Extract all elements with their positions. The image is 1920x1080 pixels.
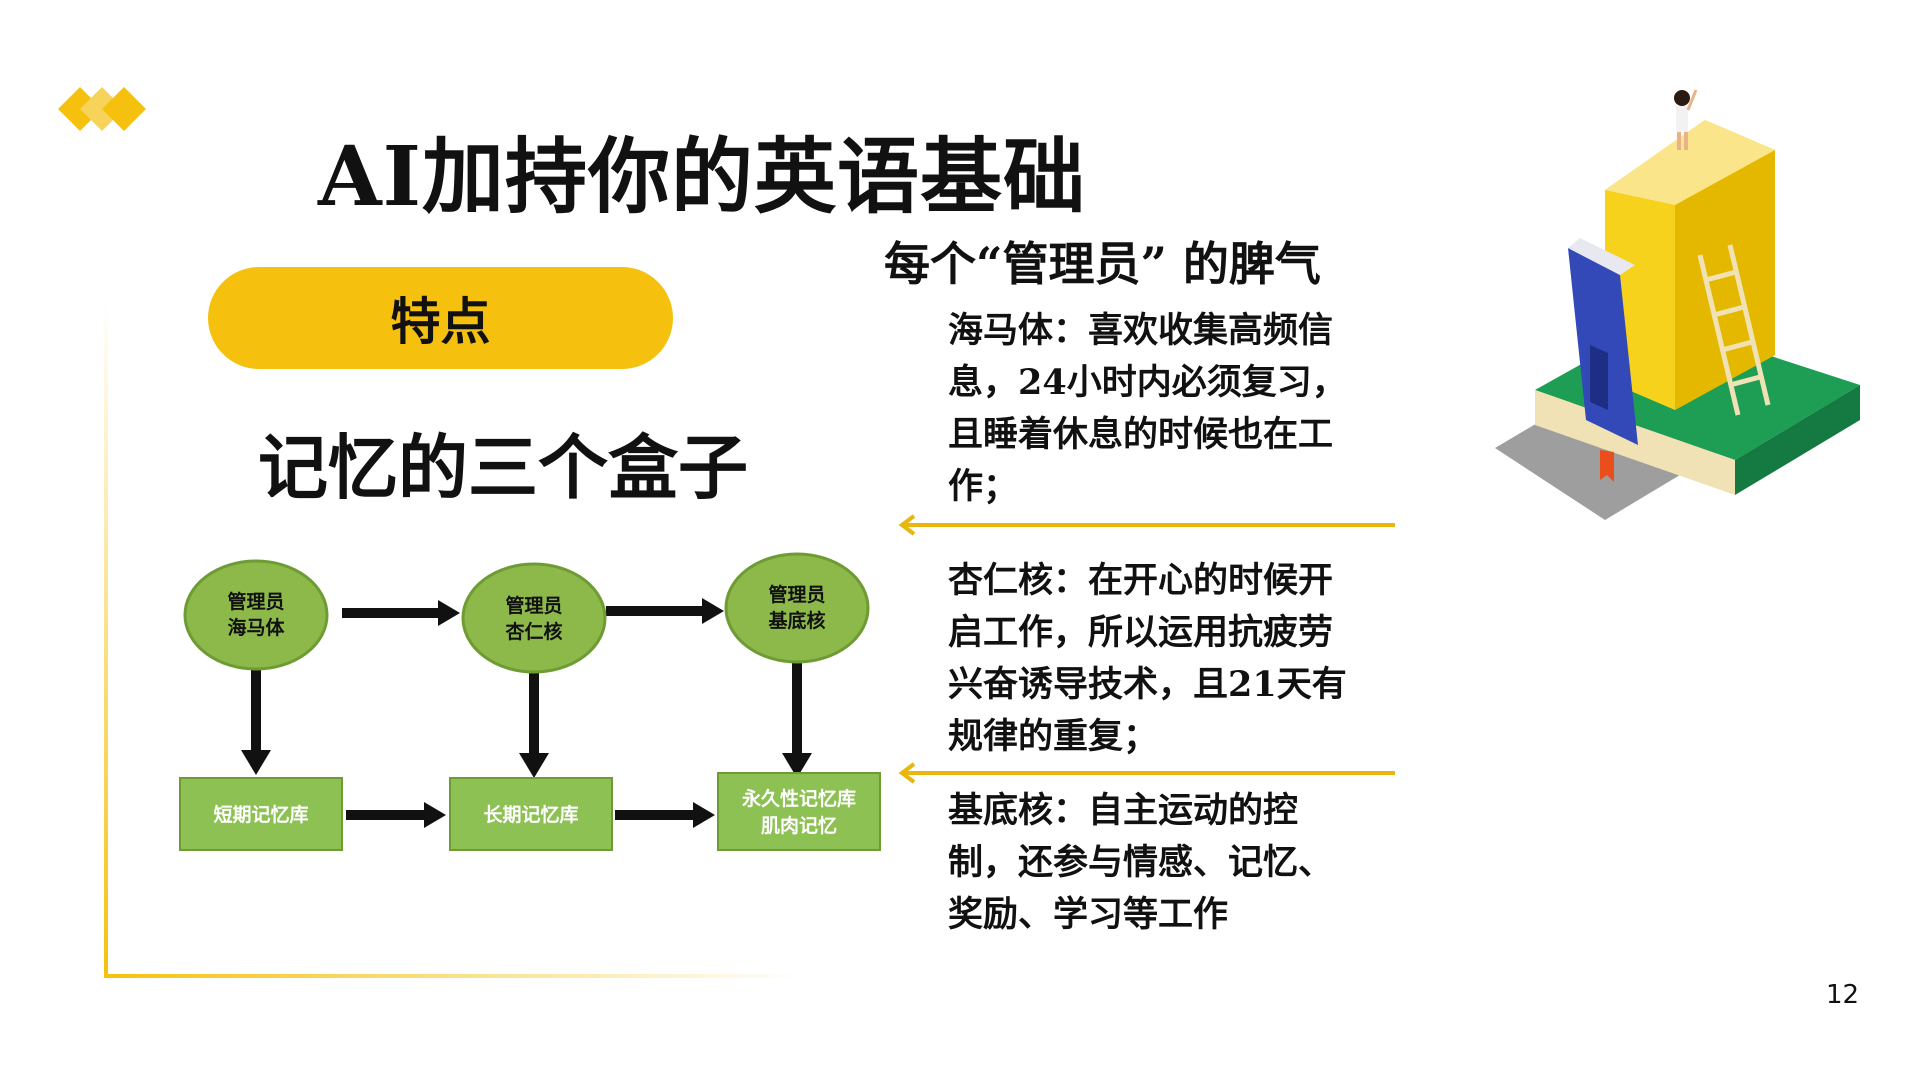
arrow-node2-node3: [606, 598, 724, 624]
arrow-node1-box1: [241, 670, 271, 775]
right-panel-heading: 每个“管理员” 的脾气: [884, 237, 1321, 291]
node-hippocampus-line1: 管理员: [227, 590, 284, 613]
box-short-term: 短期记忆库: [179, 777, 343, 851]
frame-lines: [104, 300, 804, 978]
memory-flow-diagram: 管理员 海马体 管理员 杏仁核 管理员 基底核 短期记忆库 长期记忆库 永久性记…: [179, 552, 881, 851]
node-amygdala-line2: 杏仁核: [504, 620, 562, 643]
feature-tag-label: 特点: [390, 293, 491, 351]
node-amygdala-line1: 管理员: [505, 594, 562, 617]
arrow-box1-box2: [346, 802, 446, 828]
node-amygdala: 管理员 杏仁核: [461, 562, 607, 674]
feature-tag: 特点: [208, 267, 673, 369]
arrow-node2-box2: [519, 673, 549, 778]
box-permanent-line2: 肌肉记忆: [761, 814, 837, 837]
separator-arrows: [898, 514, 1395, 784]
page-number: 12: [1826, 980, 1860, 1010]
box-long-term-label: 长期记忆库: [483, 803, 578, 826]
arrow-box2-box3: [615, 802, 715, 828]
page-title: AI加持你的英语基础: [318, 129, 1086, 225]
section-subtitle: 记忆的三个盒子: [258, 426, 748, 509]
arrow-node1-node2: [342, 600, 460, 626]
desc-hippocampus: 海马体：喜欢收集高频信息，24小时内必须复习，且睡着休息的时候也在工作；: [948, 310, 1347, 507]
box-short-term-label: 短期记忆库: [213, 803, 308, 826]
box-long-term: 长期记忆库: [449, 777, 613, 851]
desc-amygdala: 杏仁核：在开心的时候开启工作，所以运用抗疲劳兴奋诱导技术，且21天有规律的重复；: [948, 560, 1347, 757]
books-illustration-icon: [1495, 89, 1860, 520]
box-permanent-line1: 永久性记忆库: [741, 787, 856, 810]
arrow-left-icon: [898, 762, 1395, 784]
node-basal-ganglia-line1: 管理员: [768, 583, 825, 606]
node-hippocampus-line2: 海马体: [227, 616, 285, 639]
desc-basal-ganglia: 基底核：自主运动的控制，还参与情感、记忆、奖励、学习等工作: [948, 790, 1334, 935]
arrow-left-icon: [898, 514, 1395, 536]
node-hippocampus: 管理员 海马体: [183, 559, 329, 671]
diamond-logo-icon: [58, 87, 146, 131]
box-permanent: 永久性记忆库 肌肉记忆: [717, 772, 881, 851]
node-basal-ganglia-line2: 基底核: [767, 609, 825, 632]
arrow-node3-box3: [782, 663, 812, 778]
node-basal-ganglia: 管理员 基底核: [724, 552, 870, 664]
